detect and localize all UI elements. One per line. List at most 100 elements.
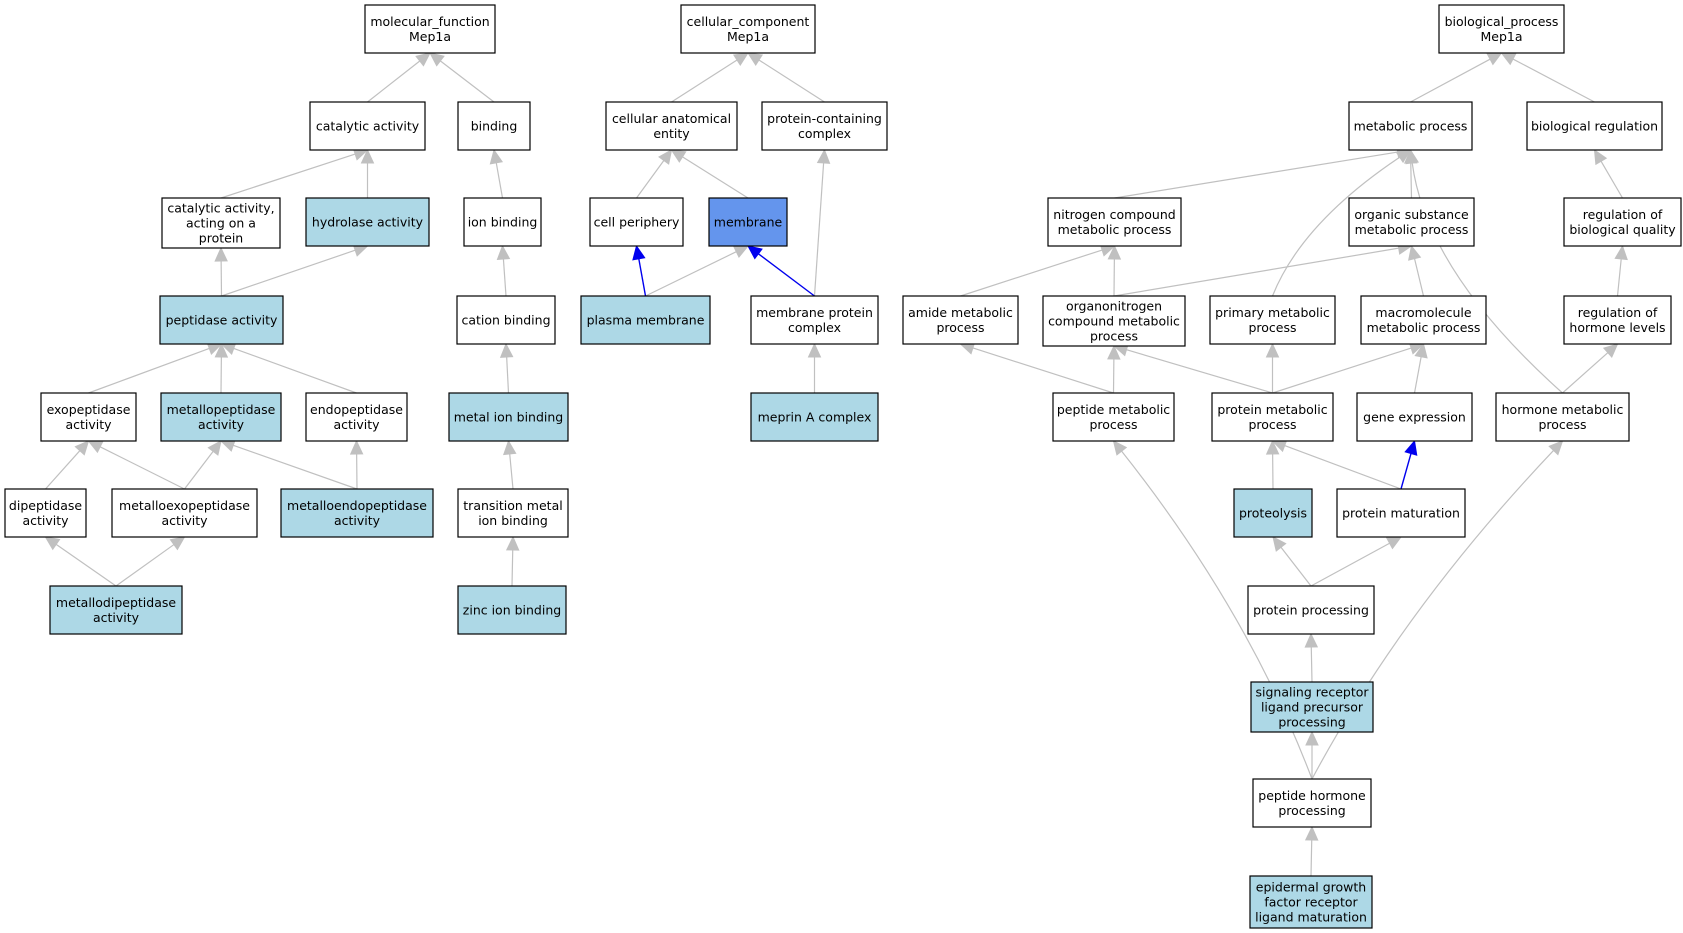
go-term-node-periphery[interactable]: cell periphery (589, 197, 684, 247)
node-label-line: biological_process (1445, 14, 1559, 29)
edge-metallodi-to-metalloexo (115, 544, 175, 587)
go-term-node-meprin[interactable]: meprin A complex (750, 392, 879, 442)
edge-arrowhead (1305, 730, 1319, 746)
edge-metabolic-to-bp-root (1410, 58, 1491, 103)
edge-peptidase-to-hydrolase (221, 249, 356, 297)
node-label-line: macromolecule (1375, 305, 1471, 320)
edge-arrowhead (746, 52, 764, 66)
node-label-line: dipeptidase (9, 498, 82, 513)
go-term-node-hydrolase[interactable]: hydrolase activity (305, 197, 430, 247)
node-label-line: protein metabolic (1217, 402, 1327, 417)
go-term-node-protproc[interactable]: protein processing (1247, 585, 1375, 635)
edge-metalloexo-to-metallopeptidase (184, 450, 214, 490)
go-term-node-plasma[interactable]: plasma membrane (580, 295, 711, 345)
edge-arrowhead (816, 148, 831, 164)
node-label-line: organic substance (1354, 207, 1469, 222)
node-label-line: regulation of (1578, 305, 1658, 320)
edge-arrowhead (1405, 148, 1419, 165)
node-label-line: biological quality (1569, 222, 1676, 237)
go-term-node-membrane[interactable]: membrane (708, 197, 788, 247)
go-term-node-peptidase[interactable]: peptidase activity (159, 295, 284, 345)
node-label-line: activity (334, 513, 381, 528)
node-label-line: primary metabolic (1215, 305, 1330, 320)
edge-arrowhead (505, 535, 520, 551)
node-box (605, 101, 738, 151)
edge-metal-ion-to-cation (506, 356, 510, 394)
edge-endopeptidase-to-peptidase (233, 347, 357, 394)
node-box (1526, 101, 1663, 151)
edge-protmet-to-macro (1272, 347, 1412, 394)
node-label-line: signaling receptor (1255, 685, 1369, 700)
node-label-line: Mep1a (727, 29, 769, 44)
edge-hormet-to-reghl (1562, 352, 1609, 394)
go-term-node-metal-ion[interactable]: metal ion binding (448, 392, 569, 442)
go-term-node-catalytic[interactable]: catalytic activity (309, 101, 426, 151)
go-term-node-binding[interactable]: binding (457, 101, 531, 151)
edge-catalytic-to-mf-root (367, 60, 421, 103)
go-term-node-geneexp[interactable]: gene expression (1356, 392, 1473, 442)
node-label-line: cation binding (461, 313, 550, 328)
node-label-line: catalytic activity (316, 119, 420, 134)
node-label-line: activity (65, 417, 112, 432)
edge-plasma-to-membrane (645, 251, 737, 297)
node-label-line: hydrolase activity (312, 215, 424, 230)
edge-binding-to-mf-root (439, 60, 495, 103)
node-label-line: peptidase activity (166, 313, 278, 328)
go-term-node-protmat[interactable]: protein maturation (1336, 488, 1466, 538)
edge-zinc-to-transition (511, 549, 514, 587)
node-box (448, 392, 569, 442)
go-term-node-ion-binding[interactable]: ion binding (463, 197, 542, 247)
node-box (1356, 392, 1473, 442)
node-box (1336, 488, 1466, 538)
node-label-line: hormone levels (1569, 320, 1665, 335)
go-term-node-metabolic[interactable]: metabolic process (1348, 101, 1473, 151)
edge-arrowhead (489, 148, 504, 165)
node-label-line: activity (93, 610, 140, 625)
node-label-line: binding (471, 119, 518, 134)
edge-ion-binding-to-binding (495, 162, 504, 199)
go-term-node-bioreg[interactable]: biological regulation (1526, 101, 1663, 151)
node-label-line: proteolysis (1239, 506, 1307, 521)
node-label-line: metabolic process (1367, 320, 1481, 335)
edge-arrowhead (1614, 244, 1628, 261)
edge-arrowhead (1395, 149, 1412, 164)
node-label-line: ion binding (468, 215, 538, 230)
edge-arrowhead (415, 52, 431, 67)
go-term-node-cation[interactable]: cation binding (456, 295, 556, 345)
edge-arrowhead (1593, 148, 1608, 166)
node-box (580, 295, 711, 345)
edge-arrowhead (807, 342, 822, 358)
go-term-node-zinc[interactable]: zinc ion binding (457, 585, 567, 635)
go-term-node-proteolysis[interactable]: proteolysis (1233, 488, 1313, 538)
